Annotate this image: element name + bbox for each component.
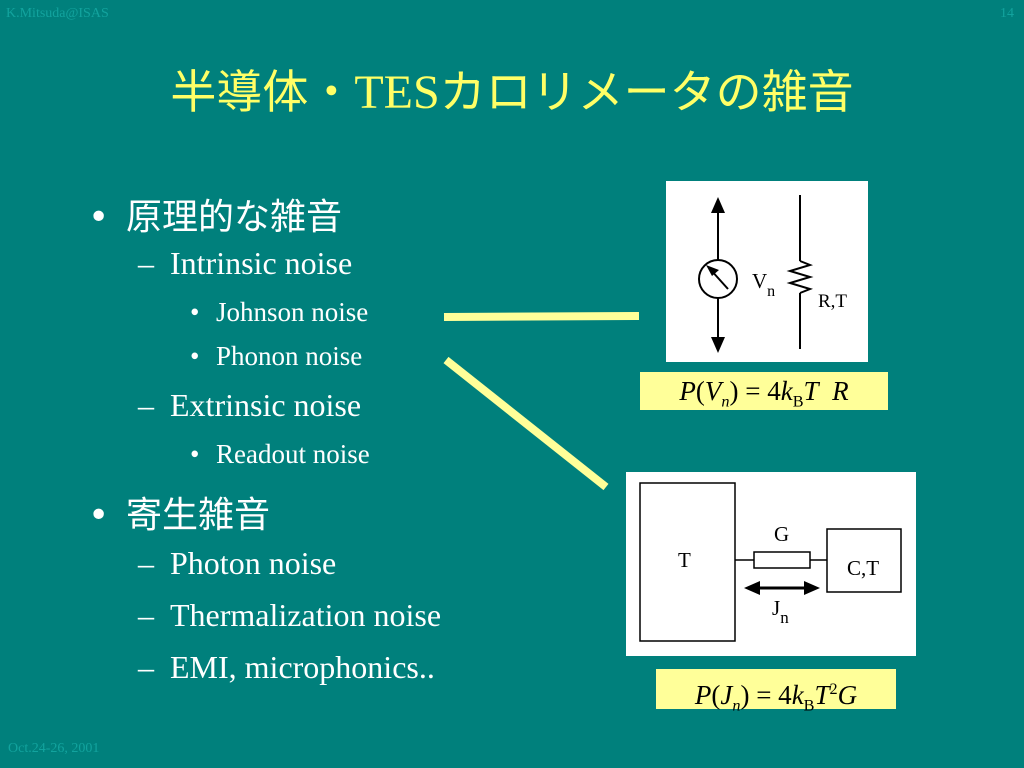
formula-n: n bbox=[732, 696, 741, 715]
formula-t: T bbox=[814, 680, 830, 710]
formula-p: P bbox=[679, 376, 696, 406]
formula-k: k bbox=[780, 376, 793, 406]
johnson-noise-formula: P(Vn) = 4kBT R bbox=[640, 372, 888, 410]
bullet-text: Readout noise bbox=[216, 439, 370, 469]
dash-marker: – bbox=[138, 245, 154, 281]
bullet-text: Phonon noise bbox=[216, 341, 363, 371]
bullet-readout-noise: • Readout noise bbox=[190, 439, 370, 470]
title-prefix: 半導体・ bbox=[170, 65, 355, 119]
formula-g: G bbox=[837, 680, 858, 710]
formula-b: B bbox=[803, 696, 815, 715]
bath-label: T bbox=[678, 548, 691, 572]
bullet-marker: • bbox=[88, 197, 110, 238]
page-number: 14 bbox=[1000, 6, 1014, 21]
dash-marker: – bbox=[138, 387, 154, 423]
formula-n: n bbox=[721, 392, 730, 411]
formula-v: V bbox=[704, 376, 722, 406]
bullet-text: 寄生雑音 bbox=[126, 495, 271, 536]
bullet-parasitic-category: • 寄生雑音 bbox=[88, 486, 270, 538]
formula-exponent: 2 bbox=[829, 680, 838, 698]
thermal-circuit-diagram bbox=[639, 482, 902, 642]
bullet-marker: • bbox=[88, 495, 110, 536]
formula-equals: ) = 4 bbox=[729, 376, 781, 406]
arrow-left-icon bbox=[744, 581, 760, 595]
voltage-subscript: n bbox=[767, 283, 776, 300]
bullet-intrinsic-category: • 原理的な雑音 bbox=[88, 188, 342, 240]
formula-j: J bbox=[720, 680, 733, 710]
formula-k: k bbox=[791, 680, 804, 710]
bullet-text: EMI, microphonics.. bbox=[170, 649, 435, 685]
voltage-symbol: V bbox=[752, 269, 768, 293]
formula-p: P bbox=[694, 680, 712, 710]
up-arrow-icon bbox=[711, 197, 725, 213]
bullet-extrinsic-noise: –Extrinsic noise bbox=[138, 387, 361, 424]
connector-to-phonon bbox=[443, 356, 609, 491]
formula-equals: ) = 4 bbox=[740, 680, 792, 710]
bullet-text: Extrinsic noise bbox=[170, 387, 362, 423]
down-arrow-icon bbox=[711, 337, 725, 353]
formula-t: T bbox=[803, 376, 819, 406]
absorber-label: C,T bbox=[847, 556, 880, 580]
title-suffix: カロリメータの雑音 bbox=[439, 65, 854, 119]
bullet-marker: • bbox=[190, 297, 200, 327]
slide-title: 半導体・TESカロリメータの雑音 bbox=[0, 56, 1024, 122]
bullet-marker: • bbox=[190, 341, 200, 371]
bullet-intrinsic-noise: –Intrinsic noise bbox=[138, 245, 352, 282]
connector-to-johnson bbox=[443, 312, 640, 321]
bullet-thermalization-noise: –Thermalization noise bbox=[138, 597, 441, 634]
bullet-johnson-noise: • Johnson noise bbox=[190, 297, 368, 328]
bullet-photon-noise: –Photon noise bbox=[138, 545, 336, 582]
footer-date: Oct.24-26, 2001 bbox=[8, 741, 100, 756]
author-label: K.Mitsuda@ISAS bbox=[6, 6, 109, 21]
bullet-text: Johnson noise bbox=[216, 297, 369, 327]
heat-bath-box bbox=[639, 482, 736, 642]
dash-marker: – bbox=[138, 597, 154, 633]
resistor-icon bbox=[786, 260, 814, 294]
flow-subscript: n bbox=[780, 608, 789, 627]
arrow-right-icon bbox=[804, 581, 820, 595]
bullet-marker: • bbox=[190, 439, 200, 469]
voltage-label: Vn bbox=[752, 269, 775, 300]
source-arrowhead bbox=[706, 265, 719, 276]
dash-marker: – bbox=[138, 649, 154, 685]
bullet-text: Intrinsic noise bbox=[170, 245, 353, 281]
absorber-box bbox=[826, 528, 902, 593]
bullet-text: Thermalization noise bbox=[170, 597, 442, 633]
flow-label: Jn bbox=[772, 596, 789, 627]
link-label: G bbox=[774, 522, 790, 546]
thermal-link-icon bbox=[753, 551, 811, 569]
resistor-label: R,T bbox=[818, 291, 848, 312]
title-latin: TES bbox=[354, 66, 440, 119]
phonon-noise-formula: P(Jn) = 4kBT2G bbox=[656, 669, 896, 714]
johnson-circuit-panel: Vn R,T bbox=[666, 181, 868, 362]
thermal-circuit-panel: T G C,T Jn bbox=[626, 472, 916, 656]
bullet-emi-microphonics: –EMI, microphonics.. bbox=[138, 649, 435, 686]
formula-b: B bbox=[792, 392, 804, 411]
bullet-text: Photon noise bbox=[170, 545, 337, 581]
formula-r: R bbox=[832, 376, 849, 406]
dash-marker: – bbox=[138, 545, 154, 581]
johnson-circuit-diagram bbox=[698, 195, 814, 353]
bullet-phonon-noise: • Phonon noise bbox=[190, 341, 362, 372]
bullet-text: 原理的な雑音 bbox=[126, 197, 343, 238]
flow-symbol: J bbox=[772, 596, 781, 620]
